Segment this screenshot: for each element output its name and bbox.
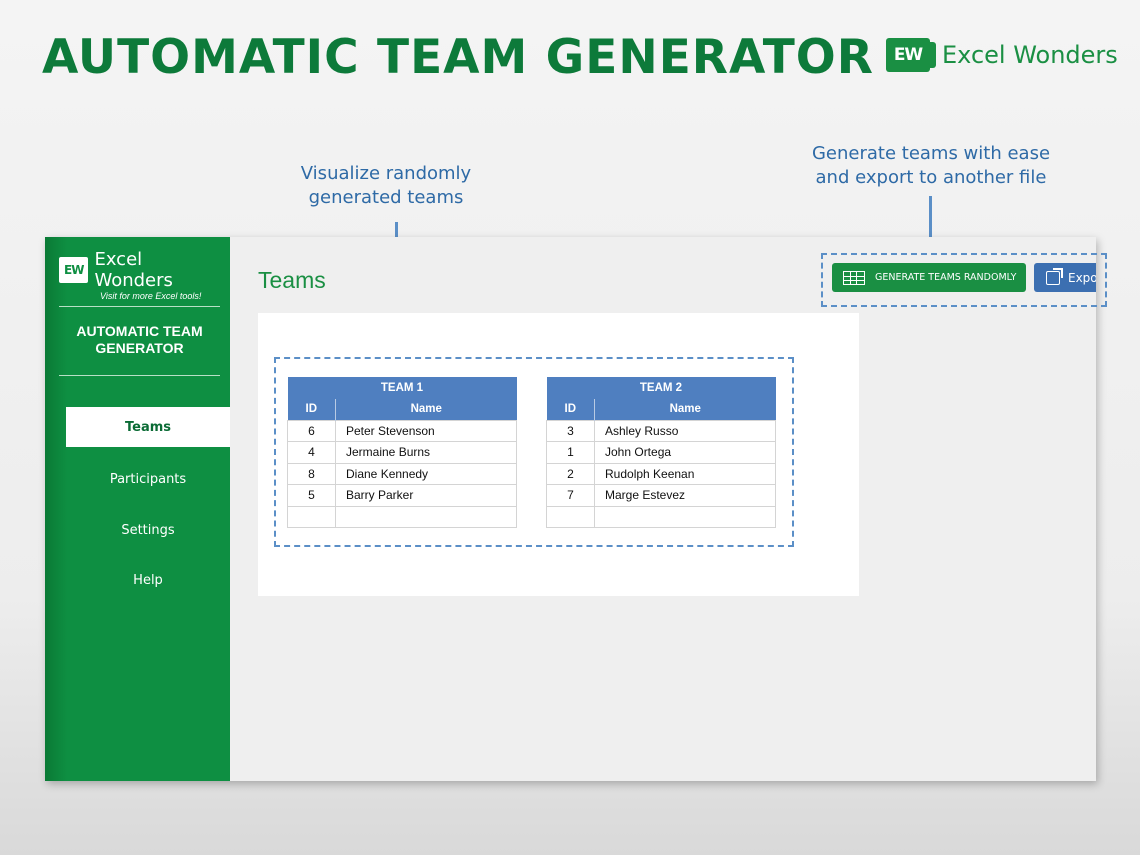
sidebar-item-help[interactable]: Help	[133, 572, 163, 588]
name-cell[interactable]	[335, 505, 517, 528]
sidebar-brand-name: Excel Wonders	[94, 249, 173, 291]
generate-teams-label: GENERATE TEAMS RANDOMLY	[875, 272, 1017, 283]
page-title: Teams	[258, 267, 326, 293]
team-table: TEAM 1 ID Name 6 Peter Stevenson 4 Jerma…	[287, 377, 517, 528]
highlight-box-actions	[821, 253, 1107, 307]
sidebar-brand[interactable]: EW Excel Wonders Visit for more Excel to…	[59, 249, 224, 301]
main-title: AUTOMATIC TEAM GENERATOR	[42, 30, 874, 85]
table-row: 4 Jermaine Burns	[287, 441, 517, 464]
sidebar-item-participants[interactable]: Participants	[109, 471, 187, 487]
excel-wonders-logo-icon: EW	[59, 257, 89, 283]
highlight-box-tables	[274, 357, 794, 547]
table-row	[546, 505, 776, 528]
divider	[59, 375, 220, 376]
sidebar-item-settings[interactable]: Settings	[121, 522, 175, 538]
callout-tables: Visualize randomly generated teams	[300, 163, 472, 208]
team-title: TEAM 2	[546, 377, 776, 399]
table-row: 3 Ashley Russo	[546, 419, 776, 442]
column-header-name: Name	[594, 399, 776, 420]
callout-actions: Generate teams with ease and export to a…	[811, 143, 1051, 188]
divider	[59, 306, 220, 307]
sidebar: EW Excel Wonders Visit for more Excel to…	[45, 237, 230, 781]
team-title: TEAM 1	[287, 377, 517, 399]
excel-wonders-logo-icon: EW	[886, 38, 936, 72]
table-row: 8 Diane Kennedy	[287, 462, 517, 485]
brand-header: EW Excel Wonders	[886, 38, 1118, 72]
column-header-id: ID	[546, 399, 595, 420]
sidebar-app-title: AUTOMATIC TEAM GENERATOR	[76, 323, 203, 356]
table-row: 1 John Ortega	[546, 441, 776, 464]
sidebar-tagline: Visit for more Excel tools!	[100, 291, 202, 301]
app-window: EW Excel Wonders Visit for more Excel to…	[45, 237, 1096, 781]
name-cell[interactable]: Diane Kennedy	[335, 462, 517, 485]
table-row: 6 Peter Stevenson	[287, 419, 517, 442]
table-row	[287, 505, 517, 528]
name-cell[interactable]: Peter Stevenson	[335, 419, 517, 442]
export-button[interactable]: Expo	[1034, 263, 1096, 292]
export-icon	[1046, 267, 1063, 285]
team-table: TEAM 2 ID Name 3 Ashley Russo 1 John Ort…	[546, 377, 776, 528]
name-cell[interactable]: John Ortega	[594, 441, 776, 464]
table-row: 5 Barry Parker	[287, 484, 517, 507]
sidebar-item-teams[interactable]: Teams	[66, 407, 230, 447]
export-label: Expo	[1068, 270, 1096, 285]
table-grid-icon	[843, 270, 865, 285]
column-header-id: ID	[287, 399, 336, 420]
name-cell[interactable]	[594, 505, 776, 528]
column-header-name: Name	[335, 399, 517, 420]
brand-name: Excel Wonders	[942, 41, 1118, 69]
generate-teams-button[interactable]: GENERATE TEAMS RANDOMLY	[832, 263, 1026, 292]
name-cell[interactable]: Ashley Russo	[594, 419, 776, 442]
